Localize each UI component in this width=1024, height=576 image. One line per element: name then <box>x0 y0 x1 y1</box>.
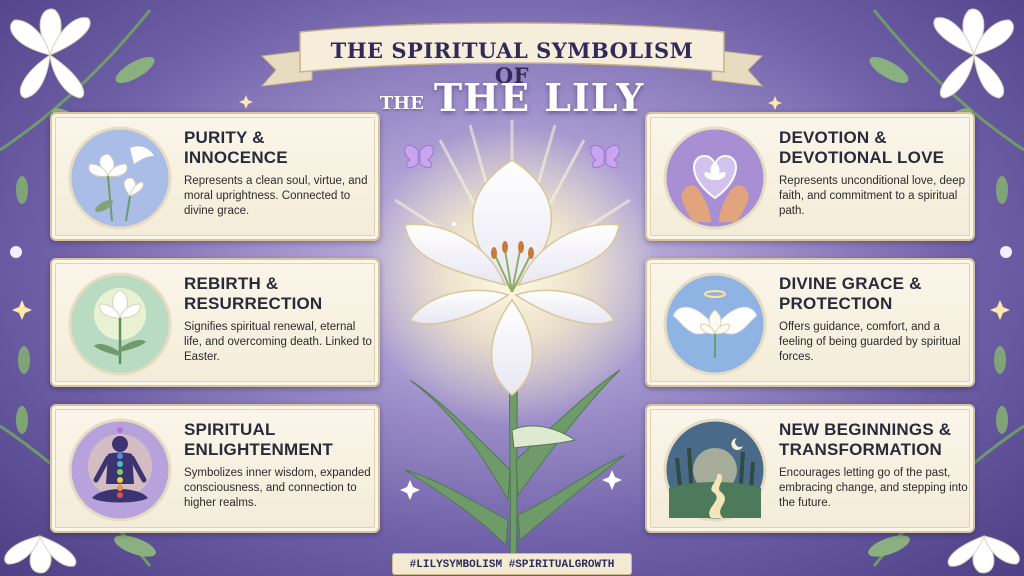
card-devotion: DEVOTION & DEVOTIONAL LOVE Represents un… <box>645 112 975 241</box>
title-prefix: THE <box>379 93 424 114</box>
corner-lily-top-right <box>869 8 1024 152</box>
card-new-beginnings: NEW BEGINNINGS & TRANSFORMATION Encourag… <box>645 404 975 533</box>
card-description: Represents unconditional love, deep fait… <box>779 175 966 217</box>
title-main: THE LILY <box>433 75 645 120</box>
card-text: SPIRITUAL ENLIGHTENMENT Symbolizes inner… <box>184 420 374 511</box>
title-banner-ribbon <box>260 22 764 87</box>
card-title: DEVOTION & DEVOTIONAL LOVE <box>779 128 945 167</box>
card-purity: PURITY & INNOCENCE Represents a clean so… <box>50 112 380 241</box>
hashtag-footer: #LILYSYMBOLISM #SPIRITUALGROWTH <box>392 553 632 575</box>
angel-wings-lily-icon <box>663 272 767 376</box>
card-title: PURITY & INNOCENCE <box>184 128 288 167</box>
card-text: NEW BEGINNINGS & TRANSFORMATION Encourag… <box>779 420 969 511</box>
card-description: Represents a clean soul, virtue, and mor… <box>184 175 368 217</box>
card-title: NEW BEGINNINGS & TRANSFORMATION <box>779 420 952 459</box>
card-description: Offers guidance, comfort, and a feeling … <box>779 321 961 363</box>
card-text: REBIRTH & RESURRECTION Signifies spiritu… <box>184 274 374 365</box>
card-description: Signifies spiritual renewal, eternal lif… <box>184 321 372 363</box>
card-enlightenment: SPIRITUAL ENLIGHTENMENT Symbolizes inner… <box>50 404 380 533</box>
card-text: PURITY & INNOCENCE Represents a clean so… <box>184 128 374 219</box>
meditating-figure-icon <box>68 418 172 522</box>
lily-stem <box>404 349 626 571</box>
card-divine-grace: DIVINE GRACE & PROTECTION Offers guidanc… <box>645 258 975 387</box>
card-title: DIVINE GRACE & PROTECTION <box>779 274 922 313</box>
card-text: DEVOTION & DEVOTIONAL LOVE Represents un… <box>779 128 969 219</box>
corner-lily-bottom-left <box>0 424 156 574</box>
forest-path-icon <box>663 418 767 522</box>
card-title: REBIRTH & RESURRECTION <box>184 274 323 313</box>
sprouting-lily-icon <box>68 272 172 376</box>
banner-heading: THE SPIRITUAL SYMBOLISM OF <box>330 38 694 88</box>
main-title: THE THE LILY <box>312 70 712 120</box>
butterfly-icon <box>404 144 434 169</box>
card-description: Encourages letting go of the past, embra… <box>779 467 968 509</box>
card-text: DIVINE GRACE & PROTECTION Offers guidanc… <box>779 274 969 365</box>
hands-heart-lily-icon <box>663 126 767 230</box>
side-vines <box>16 176 1008 434</box>
central-lily <box>404 159 620 396</box>
card-description: Symbolizes inner wisdom, expanded consci… <box>184 467 371 509</box>
card-rebirth: REBIRTH & RESURRECTION Signifies spiritu… <box>50 258 380 387</box>
butterfly-icon <box>590 144 620 169</box>
lily-dove-icon <box>68 126 172 230</box>
card-title: SPIRITUAL ENLIGHTENMENT <box>184 420 333 459</box>
